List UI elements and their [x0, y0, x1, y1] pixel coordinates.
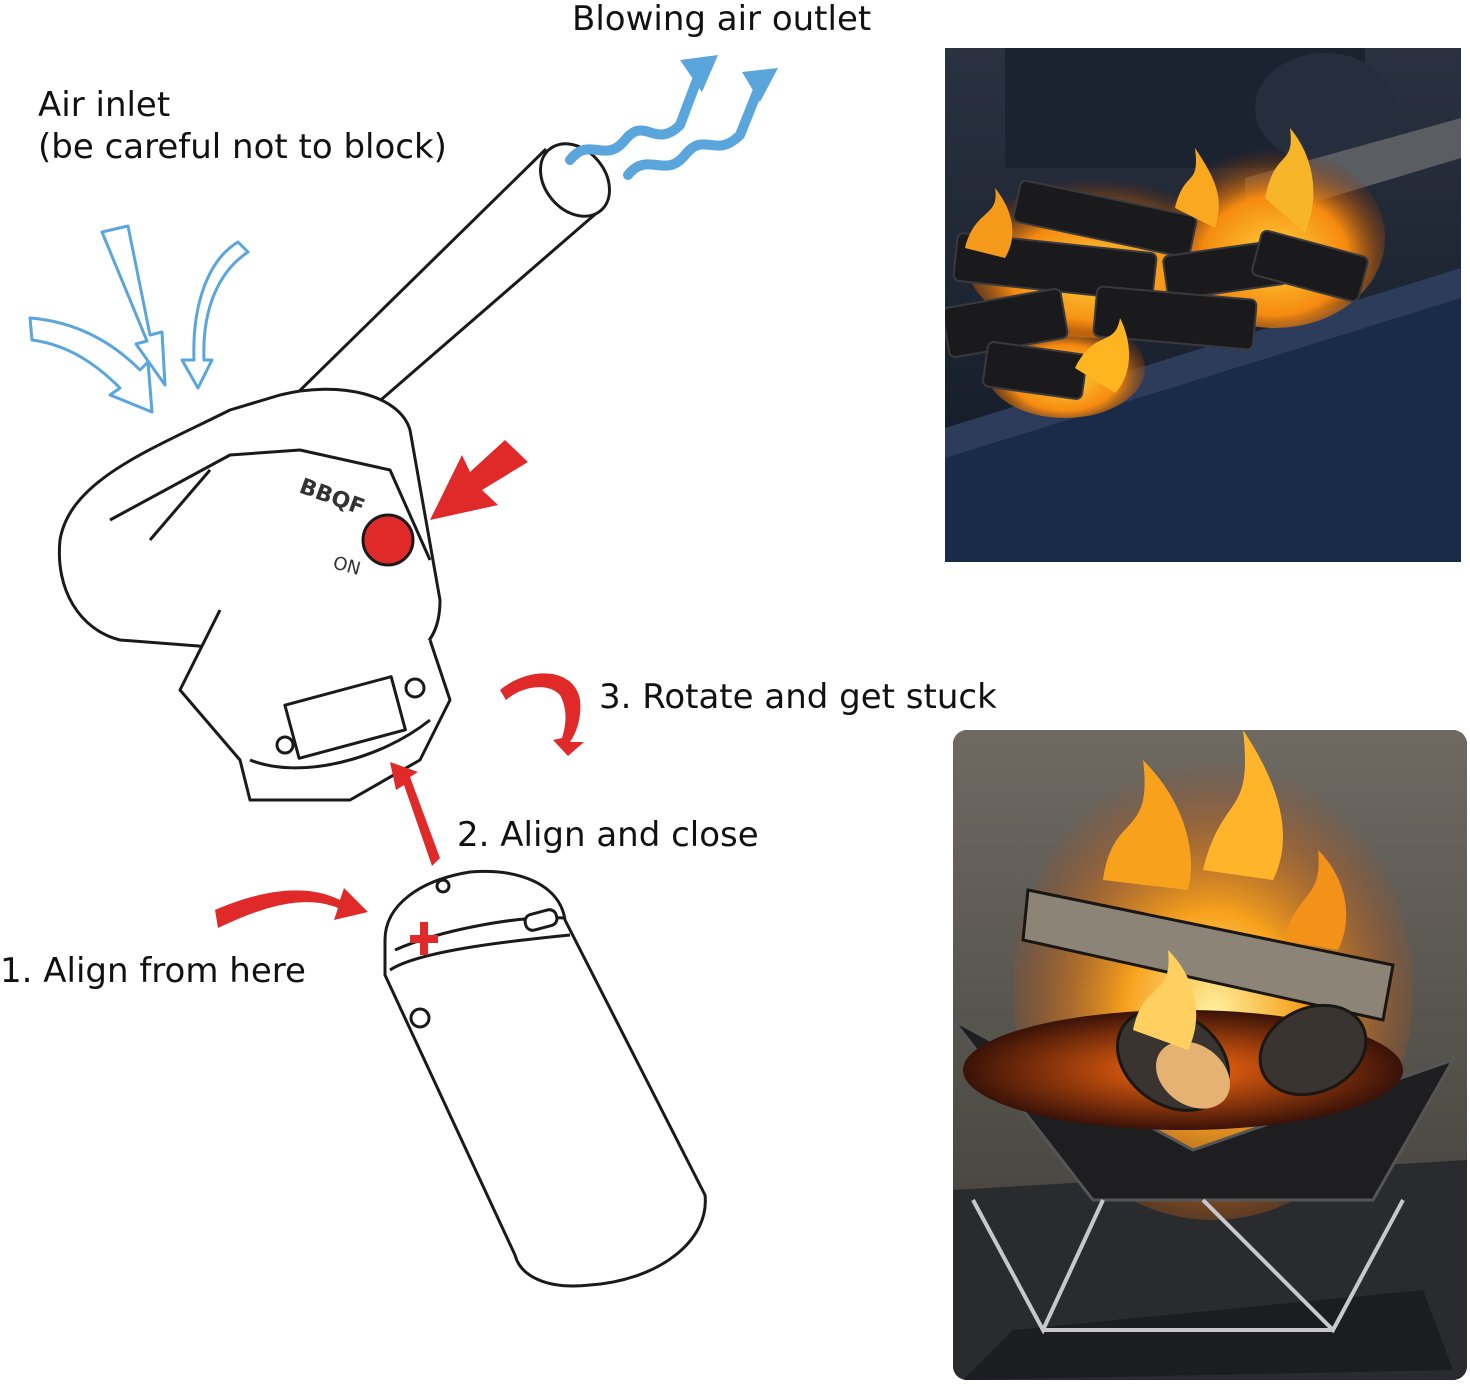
step3-label: 3. Rotate and get stuck — [599, 677, 997, 717]
switch-pointer-arrow — [430, 440, 528, 520]
step2-label: 2. Align and close — [457, 815, 759, 855]
charcoal-grill-photo — [945, 48, 1461, 562]
inlet-label-line2: (be careful not to block) — [38, 127, 447, 167]
outlet-label: Blowing air outlet — [572, 0, 872, 39]
blow-tube — [278, 142, 611, 473]
outlet-arrowheads — [680, 55, 778, 102]
power-switch — [361, 513, 415, 567]
align-close-arrow — [390, 762, 440, 866]
campfire-photo — [953, 730, 1467, 1380]
blower-diagram: BBQF ON — [28, 55, 778, 1288]
outlet-air-arrows — [565, 67, 765, 180]
step1-label: 1. Align from here — [0, 951, 306, 991]
plus-mark — [410, 922, 438, 955]
inlet-label-line1: Air inlet — [38, 85, 171, 125]
align-from-here-arrow — [215, 888, 368, 928]
blower-body — [57, 387, 452, 802]
inlet-label: Air inlet (be careful not to block) — [38, 84, 447, 168]
inlet-air-arrows — [28, 224, 250, 414]
rotate-arrow — [500, 673, 584, 756]
gas-canister — [383, 869, 707, 1288]
